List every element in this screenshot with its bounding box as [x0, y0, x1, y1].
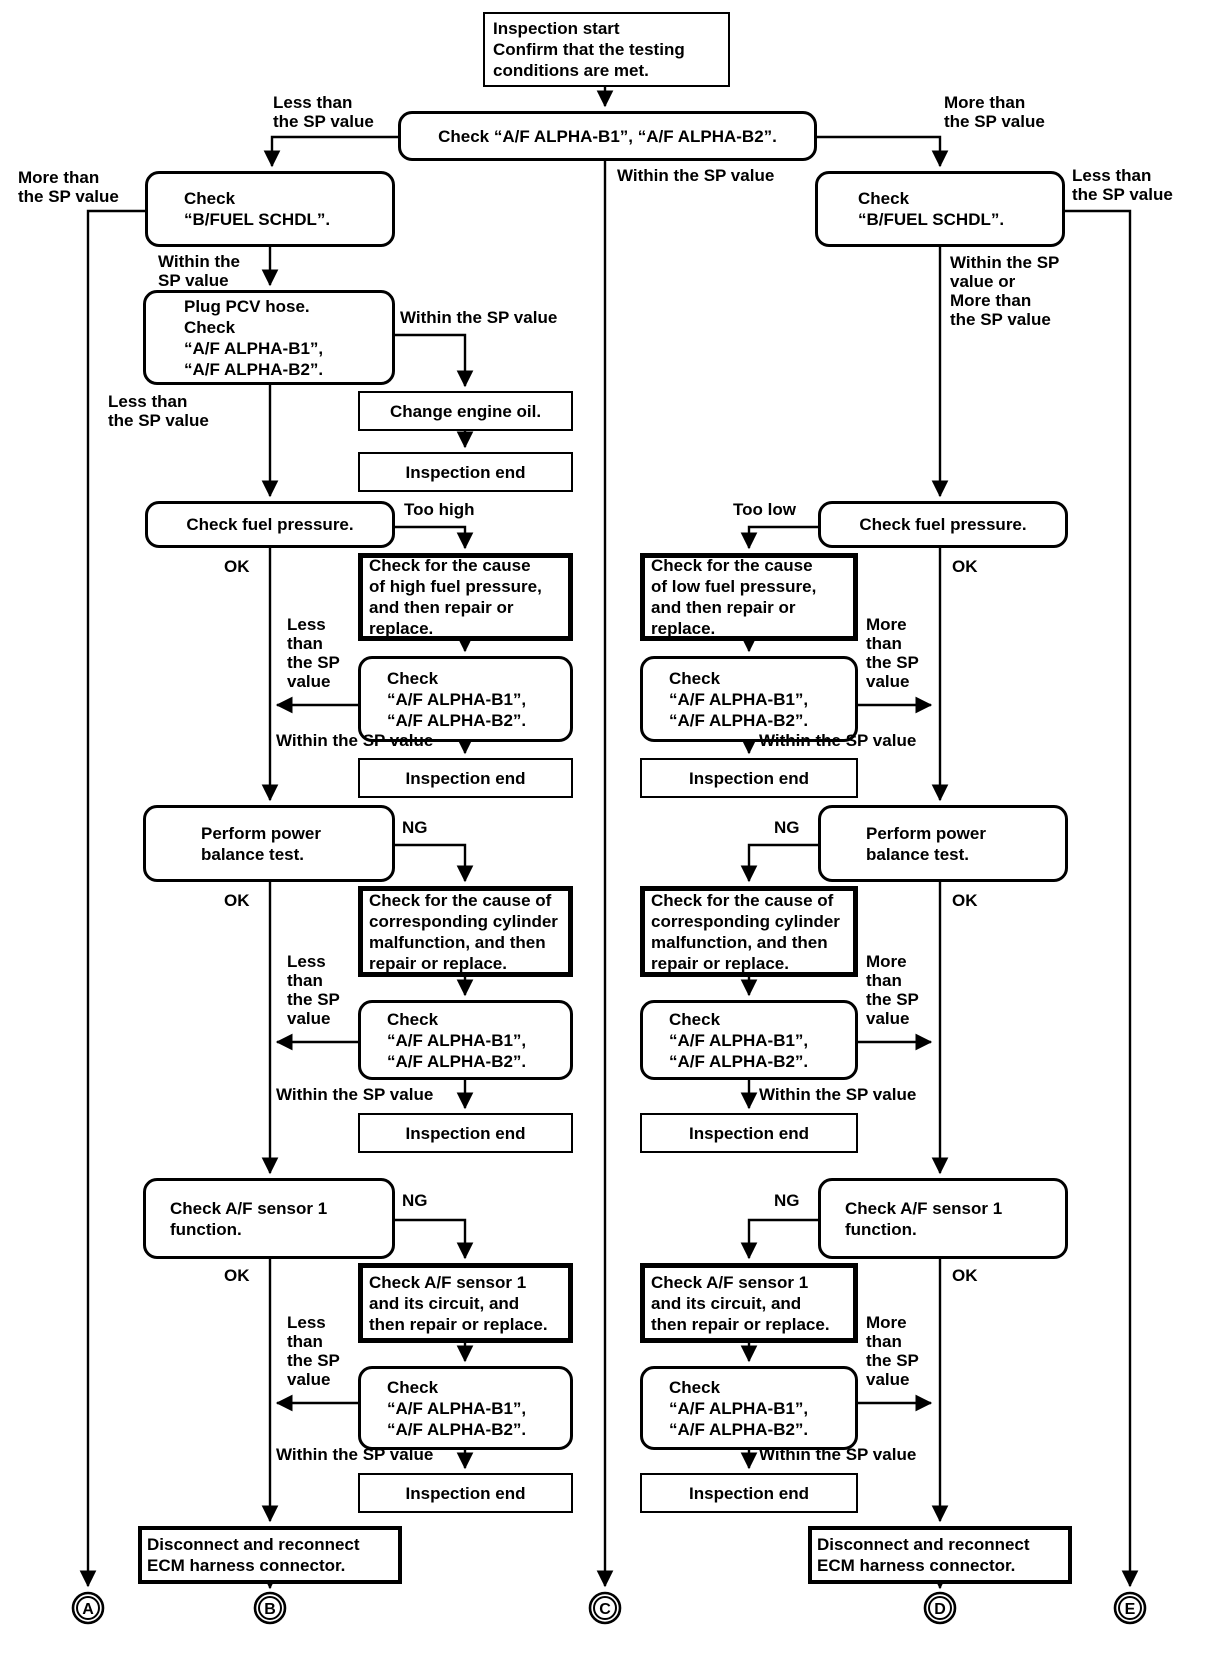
- terminator-b: B: [253, 1591, 287, 1625]
- node-disconnect-ecm-right: Disconnect and reconnect ECM harness con…: [808, 1526, 1072, 1584]
- label-less-than-sp-top-left: Less than the SP value: [273, 93, 374, 131]
- label-within-sp-left-3: Within the SP value: [276, 1445, 434, 1464]
- label-ok-left-3: OK: [224, 1266, 250, 1285]
- label-more-4line-right-1: More than the SP value: [866, 615, 919, 691]
- node-disconnect-ecm-left: Disconnect and reconnect ECM harness con…: [138, 1526, 402, 1584]
- label-ok-left-2: OK: [224, 891, 250, 910]
- label-less-4line-left-3: Less than the SP value: [287, 1313, 340, 1389]
- node-cause-cylinder-right: Check for the cause of corresponding cyl…: [640, 886, 858, 977]
- label-within-sp-left-2: Within the SP value: [276, 1085, 434, 1104]
- node-check-alpha-left-1: Check “A/F ALPHA-B1”, “A/F ALPHA-B2”.: [358, 656, 573, 742]
- terminator-e-letter: E: [1125, 1601, 1136, 1618]
- label-within-sp-bfuel-left: Within the SP value: [158, 252, 240, 290]
- node-sensor-circuit-left: Check A/F sensor 1 and its circuit, and …: [358, 1263, 573, 1343]
- terminator-c: C: [588, 1591, 622, 1625]
- label-within-sp-oil: Within the SP value: [400, 308, 558, 327]
- label-within-or-more-bfuel-right: Within the SP value or More than the SP …: [950, 253, 1060, 329]
- label-ng-right-2: NG: [774, 1191, 800, 1210]
- node-inspection-end-right-1: Inspection end: [640, 758, 858, 798]
- label-too-high: Too high: [404, 500, 475, 519]
- label-within-sp-right-1: Within the SP value: [759, 731, 917, 750]
- line-e-main: [1065, 209, 1139, 1588]
- node-check-alpha-left-3: Check “A/F ALPHA-B1”, “A/F ALPHA-B2”.: [358, 1366, 573, 1450]
- label-within-sp-left-1: Within the SP value: [276, 731, 434, 750]
- label-ng-left-1: NG: [402, 818, 428, 837]
- node-cause-low-fuel-pressure: Check for the cause of low fuel pressure…: [640, 553, 858, 641]
- terminator-d: D: [923, 1591, 957, 1625]
- terminator-c-letter: C: [599, 1601, 611, 1618]
- node-check-af-alpha-top: Check “A/F ALPHA-B1”, “A/F ALPHA-B2”.: [398, 111, 817, 161]
- node-check-alpha-right-3: Check “A/F ALPHA-B1”, “A/F ALPHA-B2”.: [640, 1366, 858, 1450]
- node-check-fuel-pressure-right: Check fuel pressure.: [818, 501, 1068, 548]
- label-less-than-sp-plugpcv: Less than the SP value: [108, 392, 209, 430]
- label-less-than-sp-far-right: Less than the SP value: [1072, 166, 1173, 204]
- node-check-alpha-right-1: Check “A/F ALPHA-B1”, “A/F ALPHA-B2”.: [640, 656, 858, 742]
- node-sensor-circuit-right: Check A/F sensor 1 and its circuit, and …: [640, 1263, 858, 1343]
- label-too-low: Too low: [733, 500, 796, 519]
- line-ng1-branch-left: [395, 843, 474, 883]
- label-more-4line-right-2: More than the SP value: [866, 952, 919, 1028]
- label-more-than-sp-top-right: More than the SP value: [944, 93, 1045, 131]
- terminator-e: E: [1113, 1591, 1147, 1625]
- node-inspection-end-left-1: Inspection end: [358, 758, 573, 798]
- label-less-4line-left-2: Less than the SP value: [287, 952, 340, 1028]
- label-ok-right-1: OK: [952, 557, 978, 576]
- node-check-bfuel-left: Check “B/FUEL SCHDL”.: [145, 171, 395, 247]
- label-within-sp-center: Within the SP value: [617, 166, 775, 185]
- node-inspection-end-oil: Inspection end: [358, 452, 573, 492]
- node-inspection-end-right-2: Inspection end: [640, 1113, 858, 1153]
- terminator-b-letter: B: [264, 1601, 276, 1618]
- node-check-bfuel-right: Check “B/FUEL SCHDL”.: [815, 171, 1065, 247]
- line-branch-less-left: [263, 135, 400, 168]
- terminator-a: A: [71, 1591, 105, 1625]
- node-plug-pcv-check-alpha: Plug PCV hose. Check “A/F ALPHA-B1”, “A/…: [143, 290, 395, 385]
- terminator-d-letter: D: [934, 1601, 946, 1618]
- label-within-sp-right-3: Within the SP value: [759, 1445, 917, 1464]
- line-toolow-branch: [740, 525, 818, 550]
- node-check-fuel-pressure-left: Check fuel pressure.: [145, 501, 395, 548]
- line-ng1-branch-right: [740, 843, 818, 883]
- node-cause-high-fuel-pressure: Check for the cause of high fuel pressur…: [358, 553, 573, 641]
- label-ng-left-2: NG: [402, 1191, 428, 1210]
- node-check-af-sensor-left: Check A/F sensor 1 function.: [143, 1178, 395, 1259]
- label-ng-right-1: NG: [774, 818, 800, 837]
- label-more-4line-right-3: More than the SP value: [866, 1313, 919, 1389]
- label-less-4line-left-1: Less than the SP value: [287, 615, 340, 691]
- node-change-engine-oil: Change engine oil.: [358, 391, 573, 431]
- label-more-than-sp-far-left: More than the SP value: [18, 168, 119, 206]
- label-ok-right-2: OK: [952, 891, 978, 910]
- label-ok-left-1: OK: [224, 557, 250, 576]
- node-check-af-sensor-right: Check A/F sensor 1 function.: [818, 1178, 1068, 1259]
- node-power-balance-left: Perform power balance test.: [143, 805, 395, 882]
- line-ng2-branch-left: [395, 1218, 474, 1260]
- line-ng2-branch-right: [740, 1218, 818, 1260]
- node-check-alpha-right-2: Check “A/F ALPHA-B1”, “A/F ALPHA-B2”.: [640, 1000, 858, 1080]
- label-within-sp-right-2: Within the SP value: [759, 1085, 917, 1104]
- label-ok-right-3: OK: [952, 1266, 978, 1285]
- terminator-a-letter: A: [82, 1601, 94, 1618]
- node-power-balance-right: Perform power balance test.: [818, 805, 1068, 882]
- line-branch-more-right: [815, 135, 949, 168]
- node-inspection-end-left-3: Inspection end: [358, 1473, 573, 1513]
- node-inspection-start: Inspection start Confirm that the testin…: [483, 12, 730, 87]
- node-inspection-end-right-3: Inspection end: [640, 1473, 858, 1513]
- line-toohigh-branch: [395, 525, 474, 550]
- node-cause-cylinder-left: Check for the cause of corresponding cyl…: [358, 886, 573, 977]
- line-a-main: [79, 209, 145, 1588]
- node-check-alpha-left-2: Check “A/F ALPHA-B1”, “A/F ALPHA-B2”.: [358, 1000, 573, 1080]
- line-plugpcv-to-changeoil: [395, 333, 474, 388]
- node-inspection-end-left-2: Inspection end: [358, 1113, 573, 1153]
